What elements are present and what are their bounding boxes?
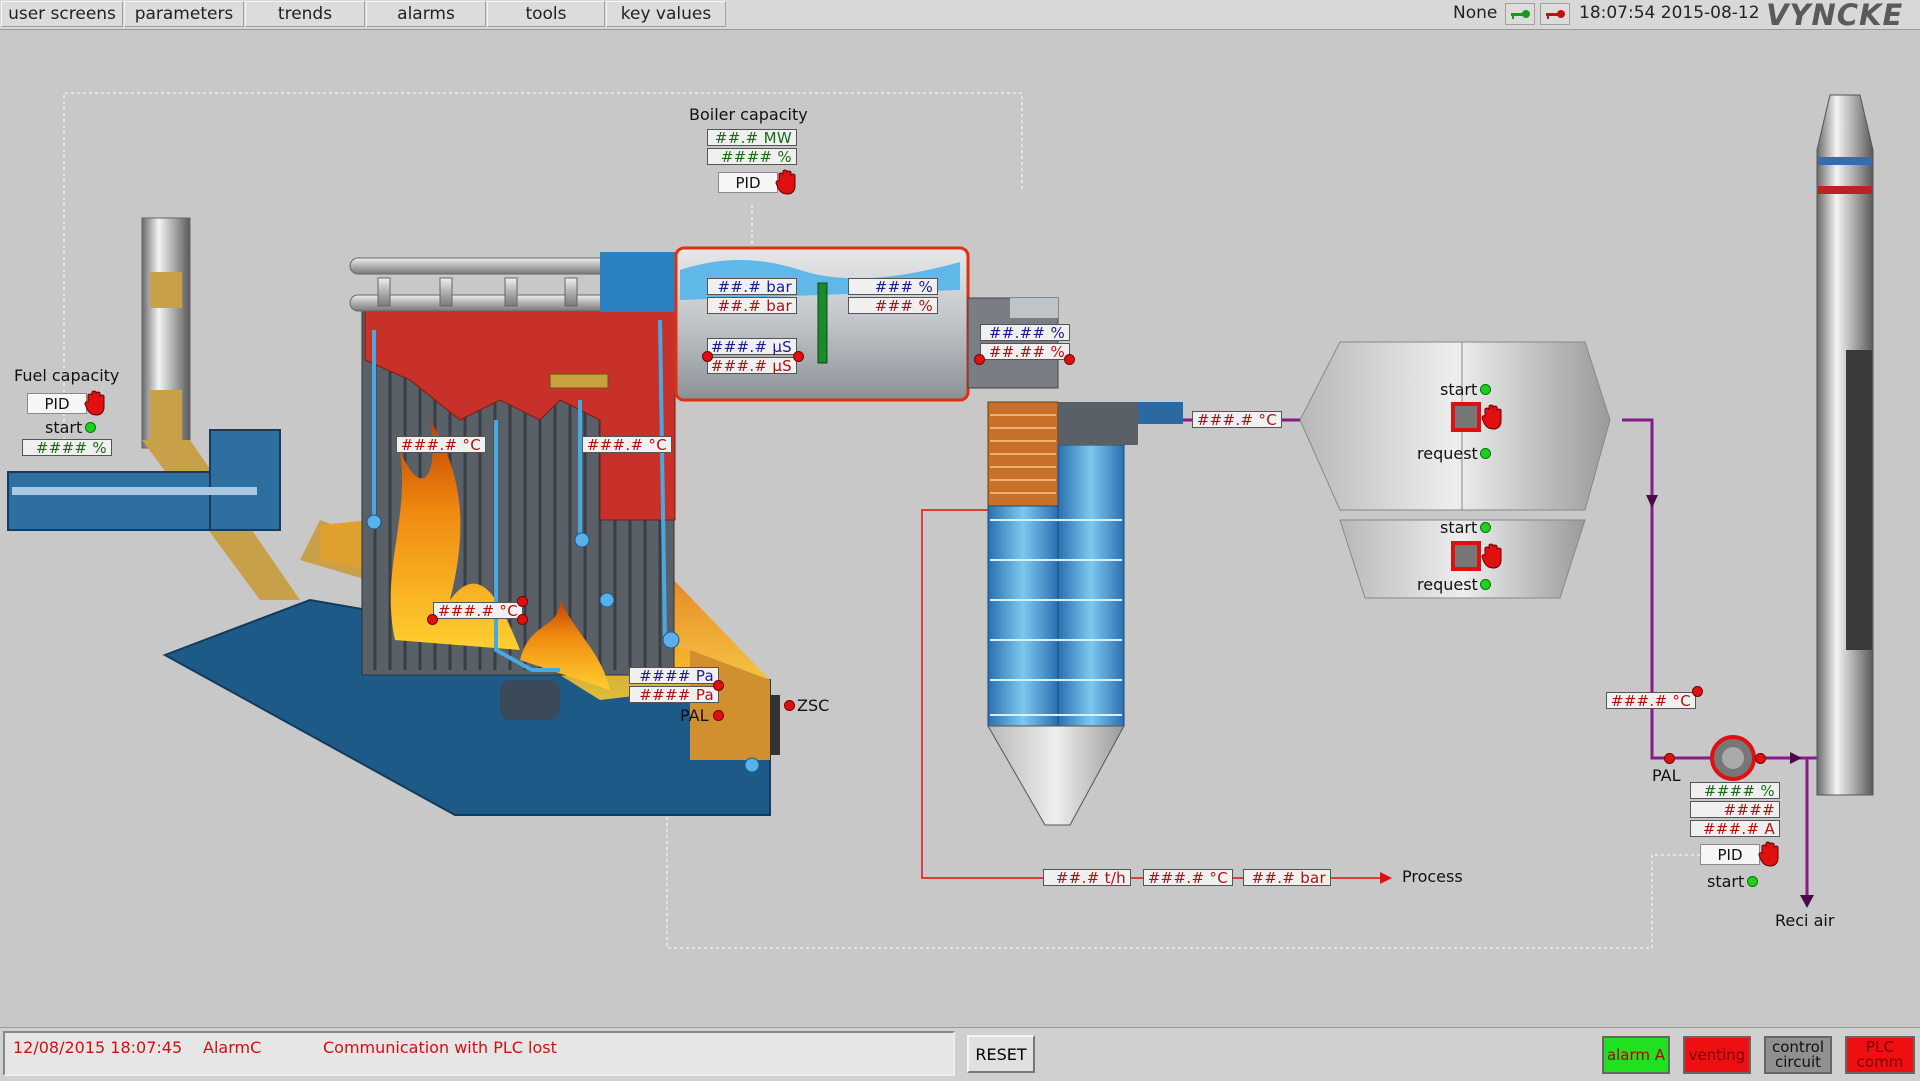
logout-key-button[interactable] <box>1540 3 1570 25</box>
temp3-alarm-left <box>427 614 438 625</box>
alarm-time: 12/08/2015 18:07:45 <box>13 1038 183 1057</box>
fan-temp-alarm <box>1692 686 1703 697</box>
fan-pal-label: PAL <box>1652 766 1681 785</box>
reci-air-label: Reci air <box>1775 911 1835 930</box>
eco-pct-2: ##.## % <box>980 343 1070 360</box>
manual-hand-icon[interactable] <box>775 169 797 195</box>
furnace-temp-2: ###.# °C <box>582 436 672 453</box>
fan-outlet-indicator <box>1755 753 1766 764</box>
steam-temp: ###.# °C <box>1143 869 1233 886</box>
fan-pal-indicator <box>1664 753 1675 764</box>
temp3-alarm-top <box>517 596 528 607</box>
filter-request-indicator-2 <box>1480 579 1491 590</box>
filter-start-indicator-1 <box>1480 384 1491 395</box>
status-venting[interactable]: venting <box>1683 1036 1751 1074</box>
eco-alarm-left <box>974 354 985 365</box>
fuel-capacity-pct: #### % <box>22 439 112 456</box>
furnace-pressure-1: #### Pa <box>629 667 719 684</box>
boiler-capacity-mw: ##.# MW <box>707 129 797 146</box>
furnace-pressure-2: #### Pa <box>629 686 719 703</box>
drum-pressure-2: ##.# bar <box>707 297 797 314</box>
manual-hand-icon[interactable] <box>1481 404 1503 430</box>
menu-parameters[interactable]: parameters <box>124 1 244 27</box>
alarm-bar: 12/08/2015 18:07:45 AlarmC Communication… <box>0 1027 1920 1081</box>
drum-conductivity-1: ###.# µS <box>707 338 797 355</box>
furnace-pal-label: PAL <box>680 706 709 725</box>
menu-tools[interactable]: tools <box>487 1 605 27</box>
alarm-list[interactable]: 12/08/2015 18:07:45 AlarmC Communication… <box>3 1031 955 1076</box>
fan-start-indicator <box>1747 876 1758 887</box>
furnace-temp-3: ###.# °C <box>433 602 523 619</box>
filter-start-label-1: start <box>1440 380 1478 399</box>
manual-hand-icon[interactable] <box>84 390 106 416</box>
filter-motor-2[interactable] <box>1451 541 1481 571</box>
clock: 18:07:54 2015-08-12 <box>1579 3 1760 23</box>
flue-temp-out: ###.# °C <box>1192 411 1282 428</box>
boiler-capacity-pid-button[interactable]: PID <box>718 172 778 193</box>
alarm-message: Communication with PLC lost <box>323 1038 557 1057</box>
conductivity-alarm-left <box>702 351 713 362</box>
status-plc-comm[interactable]: PLC comm <box>1845 1036 1915 1074</box>
boiler-capacity-title: Boiler capacity <box>689 105 808 124</box>
menu-trends[interactable]: trends <box>245 1 365 27</box>
steam-flow: ##.# t/h <box>1043 869 1131 886</box>
filter-request-label-2: request <box>1417 575 1478 594</box>
drum-level-2: ### % <box>848 297 938 314</box>
login-key-button[interactable] <box>1505 3 1535 25</box>
drum-pressure-1: ##.# bar <box>707 278 797 295</box>
vyncke-logo: VYNCKE <box>1766 0 1904 32</box>
eco-pct-1: ##.## % <box>980 324 1070 341</box>
zsc-indicator <box>784 700 795 711</box>
red-key-icon <box>1546 10 1565 19</box>
fan-pid-button[interactable]: PID <box>1700 844 1760 865</box>
drum-level-1: ### % <box>848 278 938 295</box>
current-user: None <box>1453 3 1498 23</box>
menu-user-screens[interactable]: user screens <box>1 1 123 27</box>
top-menu-bar: user screens parameters trends alarms to… <box>0 0 1920 32</box>
zsc-label: ZSC <box>797 696 830 715</box>
fuel-capacity-title: Fuel capacity <box>14 366 120 385</box>
fan-rpm: #### rpm <box>1690 801 1780 834</box>
filter-request-label-1: request <box>1417 444 1478 463</box>
filter-request-indicator-1 <box>1480 448 1491 459</box>
manual-hand-icon[interactable] <box>1758 841 1780 867</box>
conductivity-alarm-right <box>793 351 804 362</box>
fuel-start-label: start <box>45 418 83 437</box>
boiler-capacity-pct: #### % <box>707 148 797 165</box>
fan-speed-pct: #### % <box>1690 782 1780 799</box>
alarm-code: AlarmC <box>203 1038 262 1057</box>
menu-key-values[interactable]: key values <box>606 1 726 27</box>
filter-start-indicator-2 <box>1480 522 1491 533</box>
manual-hand-icon[interactable] <box>1481 543 1503 569</box>
furnace-pal-indicator <box>713 710 724 721</box>
status-alarm-a[interactable]: alarm A <box>1602 1036 1670 1074</box>
furnace-temp-1: ###.# °C <box>396 436 486 453</box>
filter-start-label-2: start <box>1440 518 1478 537</box>
pressure-alarm <box>713 680 724 691</box>
fuel-capacity-pid-button[interactable]: PID <box>27 393 87 414</box>
process-label: Process <box>1402 867 1463 886</box>
eco-alarm-right <box>1064 354 1075 365</box>
filter-motor-1[interactable] <box>1451 402 1481 432</box>
fan-start-label: start <box>1707 872 1745 891</box>
menu-alarms[interactable]: alarms <box>366 1 486 27</box>
reset-button[interactable]: RESET <box>967 1035 1035 1073</box>
status-control-circuit[interactable]: control circuit <box>1764 1036 1832 1074</box>
fan-inlet-temp: ###.# °C <box>1606 692 1696 709</box>
drum-conductivity-2: ###.# µS <box>707 357 797 374</box>
fuel-start-indicator <box>85 422 96 433</box>
green-key-icon <box>1511 10 1530 19</box>
fan-current: ###.# A <box>1690 820 1780 837</box>
steam-pressure: ##.# bar <box>1243 869 1331 886</box>
temp3-alarm-bottom <box>517 614 528 625</box>
